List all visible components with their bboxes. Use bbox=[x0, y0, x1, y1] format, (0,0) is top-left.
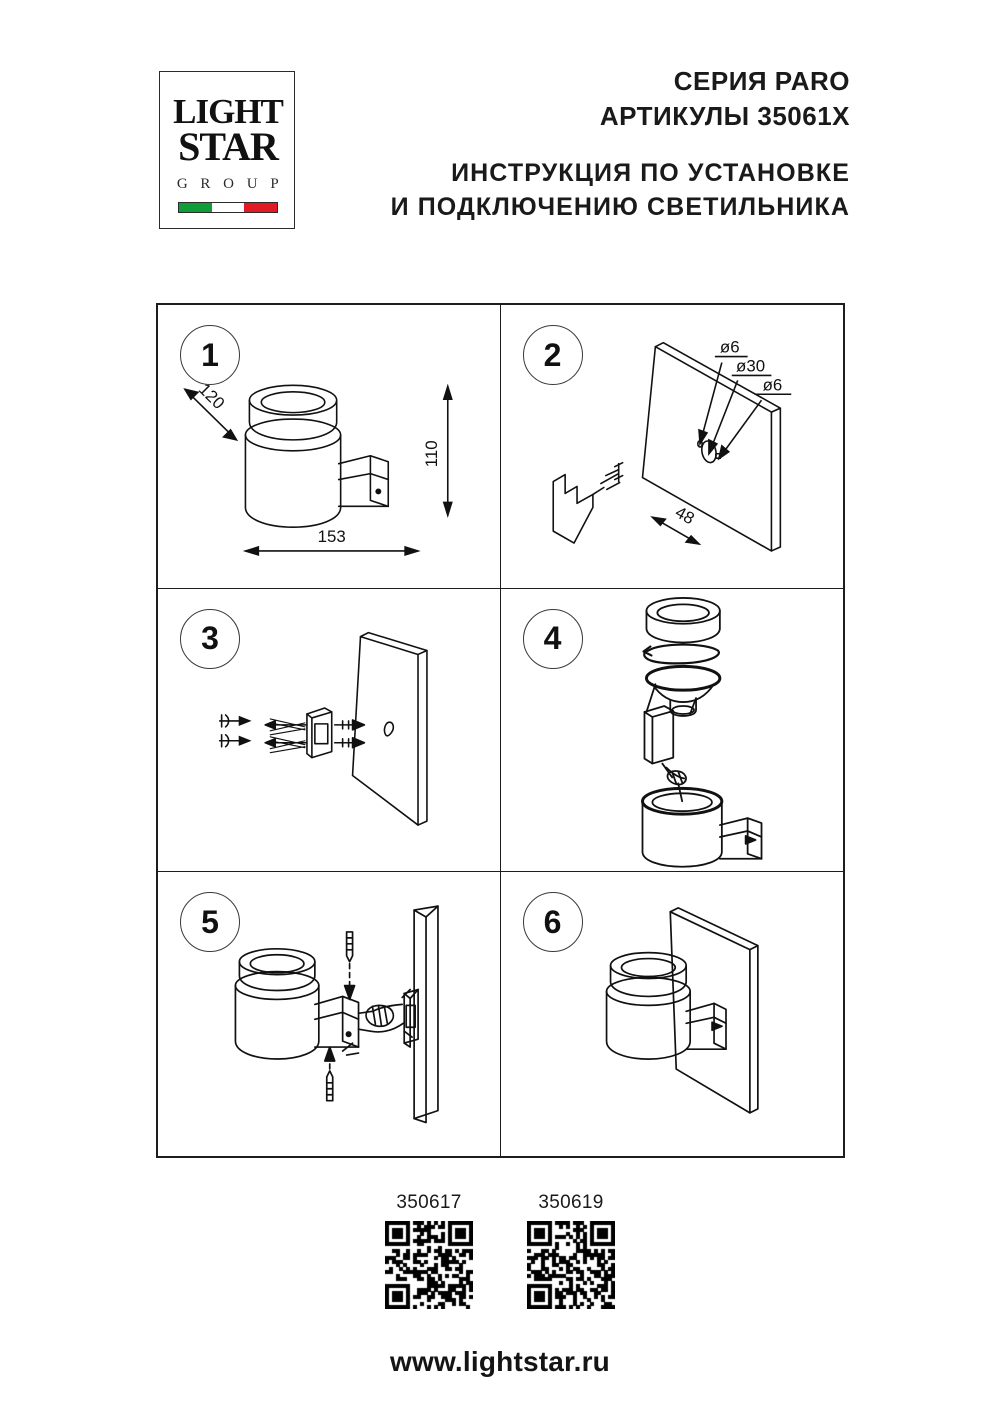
italian-flag-icon bbox=[178, 202, 278, 213]
flag-stripe-white bbox=[211, 203, 245, 212]
hole-label-top: ø6 bbox=[719, 338, 739, 357]
step-panel-3: 3 bbox=[158, 588, 501, 873]
qr-code-label: 350619 bbox=[538, 1192, 604, 1213]
brand-logo: LIGHT STAR G R O U P bbox=[159, 71, 295, 229]
diagram-disassemble-luminaire bbox=[640, 596, 762, 868]
qr-code-row: 350617 350619 bbox=[0, 1192, 1000, 1309]
step-number-badge-1: 1 bbox=[180, 325, 240, 385]
dimension-label-height: 110 bbox=[422, 440, 441, 467]
diagram-wall-drilling-template: ø6 ø30 ø6 48 bbox=[551, 338, 791, 552]
hole-label-center: ø30 bbox=[736, 356, 765, 375]
step-panel-1: 1 120 bbox=[158, 305, 501, 589]
logo-text-star: STAR bbox=[178, 124, 279, 169]
step-number-badge-6: 6 bbox=[522, 892, 583, 953]
diagram-installation-complete bbox=[605, 907, 759, 1115]
flag-stripe-red bbox=[244, 203, 278, 212]
qr-code-image[interactable] bbox=[527, 1221, 615, 1309]
title-block: СЕРИЯ PARO АРТИКУЛЫ 35061X ИНСТРУКЦИЯ ПО… bbox=[230, 64, 850, 225]
flag-stripe-green bbox=[179, 203, 212, 212]
logo-text-light: LIGHT bbox=[173, 92, 284, 131]
logo-text-group: G R O U P bbox=[176, 176, 284, 192]
diagram-mount-bracket-to-wall bbox=[218, 631, 428, 826]
instruction-title-line-2: И ПОДКЛЮЧЕНИЮ СВЕТИЛЬНИКА bbox=[390, 193, 850, 222]
step-panel-4: 4 bbox=[500, 589, 843, 873]
page-header: LIGHT STAR G R O U P СЕРИЯ PARO АРТИКУЛЫ… bbox=[0, 0, 1000, 250]
diagram-connect-wiring-and-fix-body bbox=[234, 905, 439, 1124]
dimension-label-width: 153 bbox=[318, 527, 346, 546]
article-title: АРТИКУЛЫ 35061X bbox=[599, 100, 850, 131]
qr-code-item: 350619 bbox=[527, 1192, 615, 1309]
instruction-title-line-1: ИНСТРУКЦИЯ ПО УСТАНОВКЕ bbox=[451, 158, 850, 187]
diagram-product-dimensions: 120 110 153 bbox=[183, 380, 453, 557]
qr-code-label: 350617 bbox=[396, 1192, 462, 1213]
qr-code-item: 350617 bbox=[385, 1192, 473, 1309]
hole-label-bottom: ø6 bbox=[762, 375, 782, 394]
step-panel-6: 6 bbox=[501, 872, 844, 1156]
step-number-badge-5: 5 bbox=[180, 892, 240, 953]
step-number-badge-2: 2 bbox=[522, 325, 583, 385]
instruction-step-grid: 1 120 bbox=[156, 303, 845, 1158]
footer-website-url[interactable]: www.lightstar.ru bbox=[390, 1346, 610, 1377]
step-number-badge-3: 3 bbox=[180, 608, 240, 669]
step-panel-5: 5 bbox=[158, 872, 501, 1156]
series-title: СЕРИЯ PARO bbox=[673, 66, 850, 96]
step-number-badge-4: 4 bbox=[522, 608, 583, 669]
qr-code-image[interactable] bbox=[385, 1221, 473, 1309]
step-panel-2: 2 bbox=[500, 305, 843, 589]
